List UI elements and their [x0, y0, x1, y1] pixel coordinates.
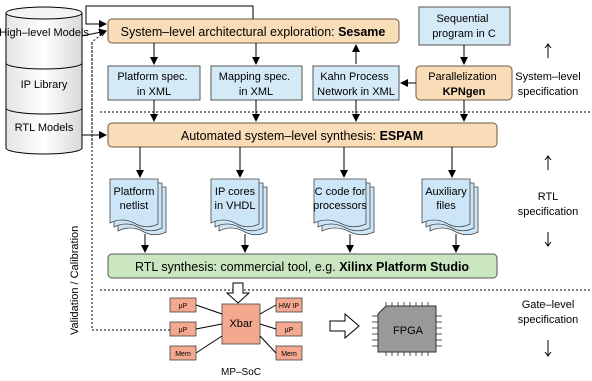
library-high-level-line1: High–level Models: [0, 27, 89, 39]
fpga-label: FPGA: [393, 325, 424, 337]
svg-text:µP: µP: [179, 327, 188, 334]
soc-xbar-label: Xbar: [229, 318, 253, 330]
mapping-spec-label: Mapping spec. in XML: [219, 71, 294, 98]
sequential-program-box: [418, 6, 511, 46]
fpga-chip: FPGA: [372, 302, 442, 356]
espam-label: Automated system–level synthesis: ESPAM: [181, 129, 423, 143]
soc-caption: MP–SoC: [221, 367, 261, 378]
svg-text:HW IP: HW IP: [279, 303, 300, 310]
validation-loop: [91, 30, 190, 331]
svg-text:µP: µP: [285, 327, 294, 334]
sesame-label: System–level architectural exploration: …: [121, 25, 386, 39]
library-rtl-models: RTL Models: [15, 122, 74, 134]
svg-text:µP: µP: [179, 303, 188, 310]
mp-soc: Xbar µP µP Mem HW IP µP Mem MP–SoC: [169, 297, 303, 378]
library-ip-library: IP Library: [21, 79, 68, 91]
library-cylinder: High–level Models IP Library RTL Models: [0, 6, 89, 155]
sequential-program-label: Sequential program in C: [432, 13, 496, 40]
platform-spec-box: [107, 65, 201, 101]
validation-label: Validation / Calibration: [69, 226, 81, 335]
soc-xbar: [221, 303, 261, 345]
arrow-sesame-feedback: [85, 5, 254, 28]
svg-text:Mem: Mem: [175, 351, 191, 358]
kpngen-label: Parallelization KPNgen: [428, 71, 500, 98]
rtl-synthesis-box: [107, 253, 498, 279]
espam-box: [107, 122, 498, 148]
platform-spec-label: Platform spec. in XML: [117, 71, 190, 98]
arrow-soc-to-fpga: [329, 312, 360, 340]
arrow-rtl-to-soc: [225, 282, 251, 304]
rtl-synthesis-label: RTL synthesis: commercial tool, e.g. Xil…: [135, 260, 469, 274]
kahn-network-label: Kahn Process Network in XML: [317, 71, 395, 98]
arrow-library-sesame: [81, 28, 107, 37]
svg-text:Mem: Mem: [281, 351, 297, 358]
